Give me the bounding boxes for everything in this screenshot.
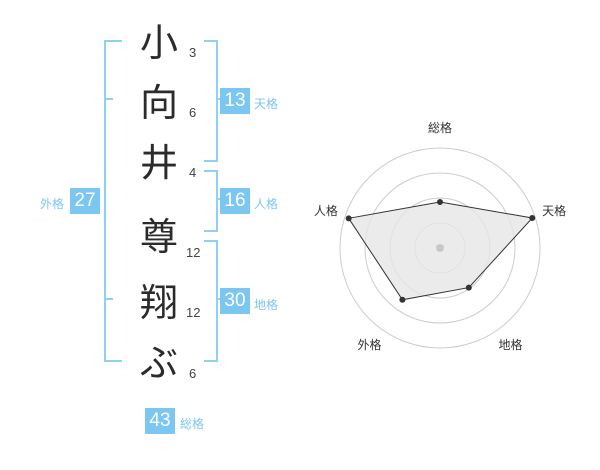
tenkaku-label: 天格 — [254, 97, 279, 111]
name-char-1: 小 — [140, 21, 179, 65]
jinkaku-label: 人格 — [254, 197, 279, 211]
radar-axis-label-1: 総格 — [428, 120, 452, 135]
tenkaku-value: 13 — [220, 88, 250, 114]
chikaku-bracket — [204, 240, 218, 362]
stroke-count-2: 6 — [189, 105, 197, 120]
radar-axis-label-3: 地格 — [499, 337, 523, 352]
tenkaku-bracket — [204, 40, 218, 162]
jinkaku-bracket — [204, 170, 218, 232]
chikaku-label: 地格 — [254, 298, 279, 312]
radar-point-4 — [399, 296, 406, 303]
radar-point-2 — [529, 215, 536, 222]
gaikaku-value: 27 — [70, 188, 100, 214]
name-char-2: 向 — [140, 81, 179, 125]
radar-ring-3 — [364, 172, 516, 324]
radar-ring-4 — [339, 147, 541, 349]
name-char-4: 尊 — [140, 215, 179, 259]
radar-point-1 — [437, 199, 443, 205]
gaikaku-tick-top — [104, 98, 113, 100]
radar-axis-label-4: 外格 — [357, 337, 381, 352]
stroke-count-1: 3 — [189, 45, 197, 60]
chikaku-value: 30 — [220, 288, 250, 314]
radar-point-3 — [465, 284, 472, 291]
soukaku-value: 43 — [145, 408, 175, 434]
radar-axis-label-5: 人格 — [314, 203, 338, 218]
gaikaku-bracket — [104, 40, 122, 362]
gaikaku-label: 外格 — [40, 197, 65, 211]
soukaku-label: 総格 — [180, 417, 205, 431]
stroke-count-4: 12 — [186, 245, 201, 260]
name-char-3: 井 — [140, 141, 179, 185]
jinkaku-value: 16 — [220, 188, 250, 214]
radar-center-dot — [436, 244, 444, 252]
stroke-count-5: 12 — [186, 305, 201, 320]
radar-point-5 — [345, 215, 352, 222]
stroke-count-6: 6 — [189, 366, 197, 381]
stroke-count-3: 4 — [189, 165, 197, 180]
name-char-6: ぶ — [140, 341, 179, 385]
name-char-5: 翔 — [140, 281, 179, 325]
radar-axis-label-2: 天格 — [542, 203, 566, 218]
gaikaku-tick-mid — [104, 298, 113, 300]
